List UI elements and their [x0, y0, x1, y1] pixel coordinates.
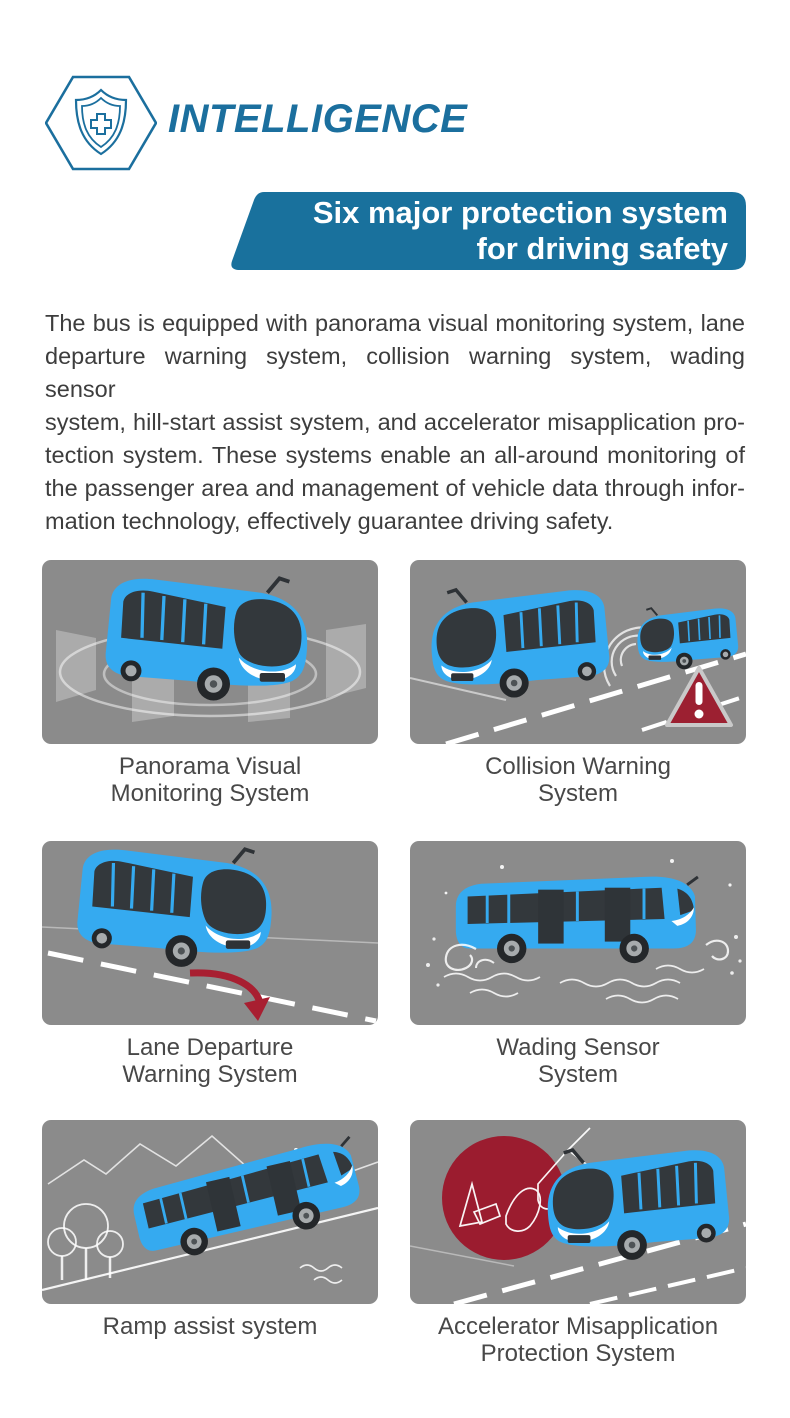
banner-text: Six major protection system for driving …: [313, 195, 728, 267]
caption-line: Monitoring System: [110, 780, 310, 807]
feature-cell-lane-departure: Lane Departure Warning System: [42, 841, 378, 1088]
caption-collision: Collision Warning System: [410, 753, 746, 807]
section-banner: Six major protection system for driving …: [230, 192, 746, 270]
paragraph-line: departure warning system, collision warn…: [45, 343, 745, 402]
feature-cell-wading: Wading Sensor System: [410, 841, 746, 1088]
feature-cell-collision: Collision Warning System: [410, 560, 746, 807]
caption-line: Collision Warning: [485, 753, 671, 780]
paragraph-line: The bus is equipped with panorama visual…: [45, 310, 745, 336]
paragraph-line: the passenger area and management of veh…: [45, 475, 745, 501]
paragraph-line: tection system. These systems enable an …: [45, 442, 745, 468]
pedal-circle-bus-image: [410, 1127, 746, 1304]
caption-ramp: Ramp assist system: [42, 1313, 378, 1340]
caption-line: System: [537, 1061, 618, 1088]
caption-line: Protection System: [480, 1340, 676, 1367]
accelerator-illustration: [410, 1120, 746, 1304]
caption-line: System: [537, 780, 618, 807]
ramp-illustration: [42, 1120, 378, 1304]
red-circle: [442, 1136, 566, 1260]
paragraph-line: mation technology, effectively guarantee…: [45, 508, 614, 534]
banner-line-1: Six major protection system: [312, 195, 728, 230]
panorama-illustration: [42, 560, 378, 744]
banner-line-2: for driving safety: [476, 231, 729, 266]
lane-departure-illustration: [42, 841, 378, 1025]
feature-cell-panorama: Panorama Visual Monitoring System: [42, 560, 378, 807]
intro-paragraph: The bus is equipped with panorama visual…: [45, 307, 745, 538]
caption-accelerator: Accelerator Misapplication Protection Sy…: [410, 1313, 746, 1367]
caption-line: Warning System: [122, 1061, 298, 1088]
page-title: INTELLIGENCE: [168, 97, 468, 141]
caption-panorama: Panorama Visual Monitoring System: [42, 753, 378, 807]
caption-line: Panorama Visual: [118, 753, 302, 780]
caption-line: Wading Sensor: [496, 1034, 660, 1061]
bus-on-slope-image: [42, 1134, 378, 1292]
caption-wading: Wading Sensor System: [410, 1034, 746, 1088]
caption-line: Ramp assist system: [102, 1313, 318, 1340]
bus-radar-rings-image: [56, 576, 366, 722]
bus-lane-arrow-image: [42, 847, 378, 1024]
red-arrow-icon: [189, 969, 264, 1005]
collision-illustration: [410, 560, 746, 744]
wading-illustration: [410, 841, 746, 1025]
caption-line: Accelerator Misapplication: [437, 1313, 719, 1340]
caption-lane-departure: Lane Departure Warning System: [42, 1034, 378, 1088]
caption-line: Lane Departure: [126, 1034, 294, 1061]
feature-cell-ramp: Ramp assist system: [42, 1120, 378, 1340]
feature-cell-accelerator: Accelerator Misapplication Protection Sy…: [410, 1120, 746, 1367]
shield-cross-hexagon-icon: [45, 75, 157, 171]
bus-in-water-image: [426, 859, 742, 1004]
banner-shape: [231, 192, 746, 270]
paragraph-line: system, hill-start assist system, and ac…: [45, 409, 745, 435]
two-buses-warning-image: [410, 588, 746, 744]
